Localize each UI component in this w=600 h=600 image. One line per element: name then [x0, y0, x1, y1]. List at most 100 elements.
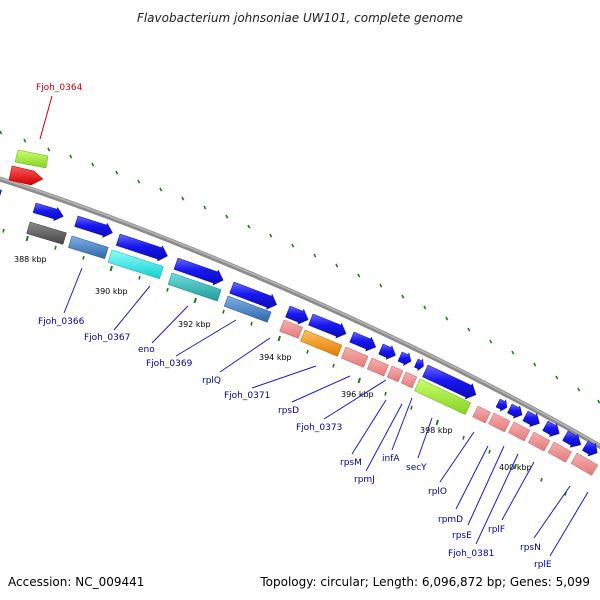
tick-mark: [138, 275, 141, 280]
gene-label[interactable]: rpmJ: [354, 475, 375, 485]
cds-track-row-1: [32, 202, 598, 457]
tick-mark: [250, 321, 253, 326]
cds-block[interactable]: [167, 272, 222, 302]
tick-mark: [335, 263, 339, 268]
tick-mark: [577, 387, 581, 392]
cds-block[interactable]: [547, 441, 572, 463]
scale-label: 388 kbp: [14, 255, 47, 264]
gene-label[interactable]: eno: [138, 345, 155, 355]
cds-arrow[interactable]: [308, 313, 347, 339]
cds-block[interactable]: [386, 365, 404, 383]
cds-block[interactable]: [366, 357, 389, 377]
gene-leader-line: [549, 491, 589, 557]
cds-block[interactable]: [508, 421, 531, 442]
scale-label: 390 kbp: [95, 287, 128, 296]
cds-arrow[interactable]: [349, 331, 377, 352]
gene-label-fjoh-0364[interactable]: Fjoh_0364: [36, 83, 83, 93]
tick-mark: [533, 362, 537, 367]
cds-block[interactable]: [414, 378, 472, 415]
tick-mark: [0, 130, 3, 135]
tick-mark: [379, 283, 383, 288]
gene-label[interactable]: Fjoh_0369: [146, 359, 193, 369]
tick-mark: [159, 187, 163, 192]
cds-block[interactable]: [488, 412, 511, 433]
cds-arrow[interactable]: [414, 358, 424, 371]
cds-block[interactable]: [26, 221, 67, 245]
gene-label[interactable]: infA: [382, 454, 400, 464]
gene-label[interactable]: Fjoh_0381: [448, 549, 494, 559]
tick-mark: [384, 391, 387, 396]
scale-label: 396 kbp: [341, 390, 374, 399]
gene-label[interactable]: rplQ: [202, 376, 221, 386]
tick-mark: [91, 162, 95, 167]
cds-arrow[interactable]: [378, 343, 396, 360]
cds-track-row-2: [26, 221, 599, 476]
cds-block[interactable]: [223, 295, 272, 323]
gene-label[interactable]: Fjoh_0373: [296, 423, 342, 433]
gene-label[interactable]: rpmD: [438, 515, 463, 525]
cds-arrow[interactable]: [542, 420, 560, 438]
cds-block[interactable]: [341, 346, 369, 368]
cds-arrow[interactable]: [32, 202, 64, 222]
cds-block[interactable]: [107, 249, 164, 280]
scale-tick-marks: [0, 130, 600, 496]
cds-arrow[interactable]: [507, 403, 523, 419]
cds-block[interactable]: [300, 329, 343, 357]
gene-leader-line: [467, 445, 505, 526]
cds-block[interactable]: [570, 452, 599, 476]
cds-arrow[interactable]: [422, 364, 477, 400]
scale-label: 400 kbp: [499, 463, 532, 472]
gene-label[interactable]: Fjoh_0366: [38, 317, 85, 327]
feature-left-edge-arrow: [0, 189, 2, 196]
tick-mark: [332, 363, 335, 368]
gene-label[interactable]: rpsD: [278, 406, 299, 416]
accession-text: Accession: NC_009441: [8, 575, 144, 589]
cds-block[interactable]: [400, 371, 418, 389]
tick-mark: [269, 233, 273, 238]
cds-arrow[interactable]: [173, 257, 224, 286]
map-title: Flavobacterium johnsoniae UW101, complet…: [137, 11, 463, 25]
gene-labels: Fjoh_0366Fjoh_0367enoFjoh_0369rplQFjoh_0…: [38, 267, 589, 570]
feature-fjoh-0364-lime[interactable]: [14, 149, 49, 169]
cds-block[interactable]: [279, 319, 303, 339]
feature-fjoh-0364-red-arrow[interactable]: [8, 165, 44, 186]
cds-block[interactable]: [472, 405, 491, 424]
gene-label[interactable]: rpsE: [452, 531, 472, 541]
gene-leader-line: [475, 453, 519, 545]
tick-mark: [555, 375, 559, 380]
tick-mark: [357, 273, 361, 278]
gene-label[interactable]: rpsN: [520, 543, 541, 553]
tick-mark: [23, 138, 27, 143]
cds-arrow[interactable]: [74, 215, 113, 238]
genome-backbone-highlight: [0, 177, 600, 447]
cds-block[interactable]: [527, 431, 551, 452]
cds-arrow[interactable]: [581, 440, 598, 457]
cds-arrow[interactable]: [115, 233, 168, 262]
gene-label[interactable]: rplO: [428, 487, 447, 497]
cds-arrow[interactable]: [522, 410, 540, 428]
gene-leader-line: [533, 485, 571, 539]
gene-label[interactable]: rplF: [488, 525, 505, 535]
cds-block[interactable]: [68, 235, 109, 260]
gene-label[interactable]: secY: [406, 463, 427, 473]
gene-label[interactable]: Fjoh_0367: [84, 333, 130, 343]
tick-mark: [540, 477, 543, 482]
tick-mark: [193, 297, 197, 304]
cds-arrow[interactable]: [495, 398, 508, 412]
tick-mark: [25, 235, 29, 242]
gene-leader-line: [291, 375, 351, 403]
gene-label[interactable]: rpsM: [340, 458, 362, 468]
tick-mark: [54, 245, 57, 250]
gene-label[interactable]: rplE: [534, 560, 552, 570]
cds-arrow[interactable]: [397, 351, 412, 367]
tick-mark: [306, 349, 309, 354]
gene-label[interactable]: Fjoh_0371: [224, 391, 270, 401]
gene-leader-line: [151, 305, 189, 344]
cds-arrow[interactable]: [562, 430, 582, 448]
tick-mark: [445, 316, 449, 321]
cds-arrow[interactable]: [285, 305, 309, 325]
gene-leader-line: [63, 267, 83, 314]
gene-leader-line: [351, 399, 387, 455]
cds-arrow[interactable]: [229, 281, 278, 310]
